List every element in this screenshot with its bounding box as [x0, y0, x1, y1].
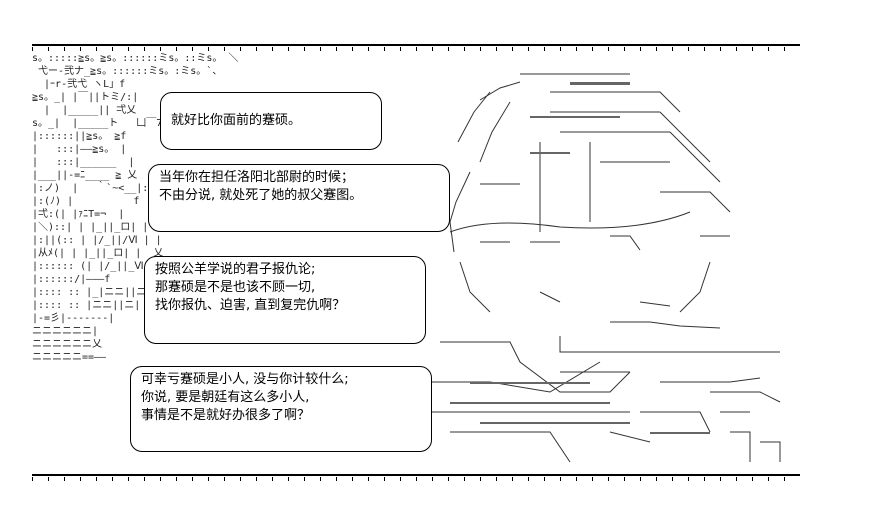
right-character-drawing [430, 73, 781, 463]
speech-bubble-3: 按照公羊学说的君子报仇论; 那蹇硕是不是也该不顾一切, 找你报仇、迫害, 直到复… [144, 256, 426, 344]
bubble-3-line-3: 找你报仇、迫害, 直到复完仇啊？ [155, 298, 346, 313]
speech-bubble-1: 就好比你面前的蹇硕。 [160, 92, 382, 150]
speech-bubble-4: 可幸亏蹇硕是小人, 没与你计较什么; 你说, 要是朝廷有这么多小人, 事情是不是… [130, 366, 432, 452]
bubble-3-line-2: 那蹇硕是不是也该不顾一切, [155, 280, 316, 295]
speech-bubble-2: 当年你在担任洛阳北部尉的时候； 不由分说, 就处死了她的叔父蹇图。 [148, 164, 450, 232]
bottom-ruler [32, 474, 800, 481]
bubble-4-line-3: 事情是不是就好办很多了啊？ [141, 408, 311, 423]
bubble-2-line-1: 当年你在担任洛阳北部尉的时候； [159, 170, 355, 185]
ascii-art-right-character [410, 52, 800, 470]
bubble-4-line-1: 可幸亏蹇硕是小人, 没与你计较什么; [141, 372, 349, 387]
top-ruler [32, 44, 800, 51]
bubble-3-line-1: 按照公羊学说的君子报仇论; [155, 262, 316, 277]
bubble-4-line-2: 你说, 要是朝廷有这么多小人, [141, 390, 310, 405]
bubble-1-line-1: 就好比你面前的蹇硕。 [171, 113, 302, 128]
bubble-2-line-2: 不由分说, 就处死了她的叔父蹇图。 [159, 188, 363, 203]
